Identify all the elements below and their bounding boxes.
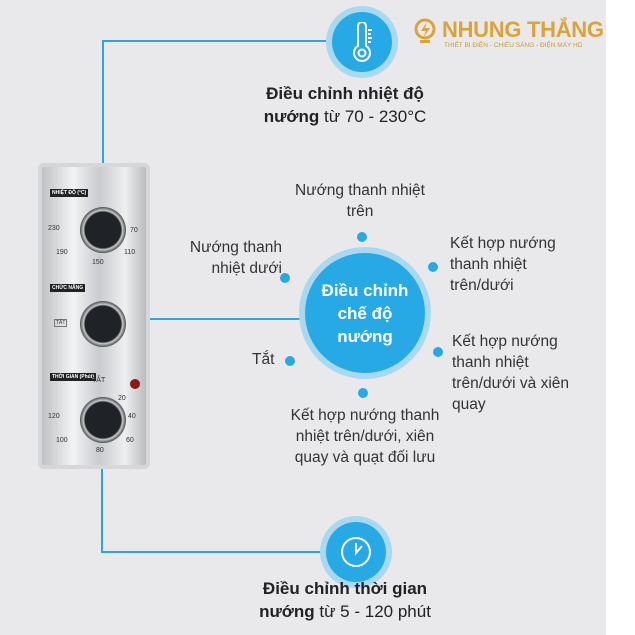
tick: TẮT [92,377,106,384]
thermometer-icon [332,12,392,72]
tick: 150 [92,259,104,266]
temp-connector-line [102,40,104,230]
tick: 40 [128,413,136,420]
time-connector-line-h [101,551,326,553]
mode-option: Nướng thanh nhiệt trên [295,182,425,220]
tick: 100 [56,437,68,444]
mode-option: Kết hợp nướng thanh nhiệt trên/dưới, xiê… [290,407,440,466]
tick: 80 [96,447,104,454]
brand-logo-icon [414,18,438,48]
tick: 70 [130,227,138,234]
mode-center-circle: Điều chỉnh chế độ nướng [305,253,425,373]
mode-dot [280,273,290,283]
temp-connector-line-h [102,40,332,42]
time-connector-line [101,410,103,552]
time-dial-label: THỜI GIAN (Phút) [50,373,97,381]
tick: 120 [48,413,60,420]
function-knob[interactable] [80,301,126,347]
oven-control-panel: NHIỆT ĐỘ (°C) 230 70 190 110 150 CHỨC NĂ… [38,163,150,469]
tick: 60 [126,437,134,444]
function-dial-label: CHỨC NĂNG [50,284,86,292]
brand-name: NHUNG THẮNG [442,17,604,42]
mode-dot [357,232,367,242]
temperature-knob[interactable] [80,207,126,253]
mode-dot [433,347,443,357]
mode-connector-line [126,318,306,320]
tick: 190 [56,249,68,256]
tick: 230 [48,225,60,232]
mode-dot [285,356,295,366]
mode-option: Tắt [252,351,275,368]
mode-option: Kết hợp nướng thanh nhiệt trên/dưới và x… [452,333,570,413]
clock-icon [326,522,386,582]
indicator-light [130,379,140,389]
brand-tagline: THIẾT BỊ ĐIỆN - CHIẾU SÁNG - ĐIỆN MÁY HD [444,42,583,49]
tick: 110 [124,249,136,256]
mode-dot [358,388,368,398]
mode-option: Nướng thanh nhiệt dưới [189,239,282,277]
mode-option: Kết hợp nướng thanh nhiệt trên/dưới [450,235,556,294]
mode-dot [428,262,438,272]
tick: TẮT [54,319,68,327]
temp-dial-label: NHIỆT ĐỘ (°C) [50,189,89,197]
mode-center-title: Điều chỉnh chế độ nướng [321,280,409,346]
tick: 20 [118,395,126,402]
timer-knob[interactable] [80,397,126,443]
